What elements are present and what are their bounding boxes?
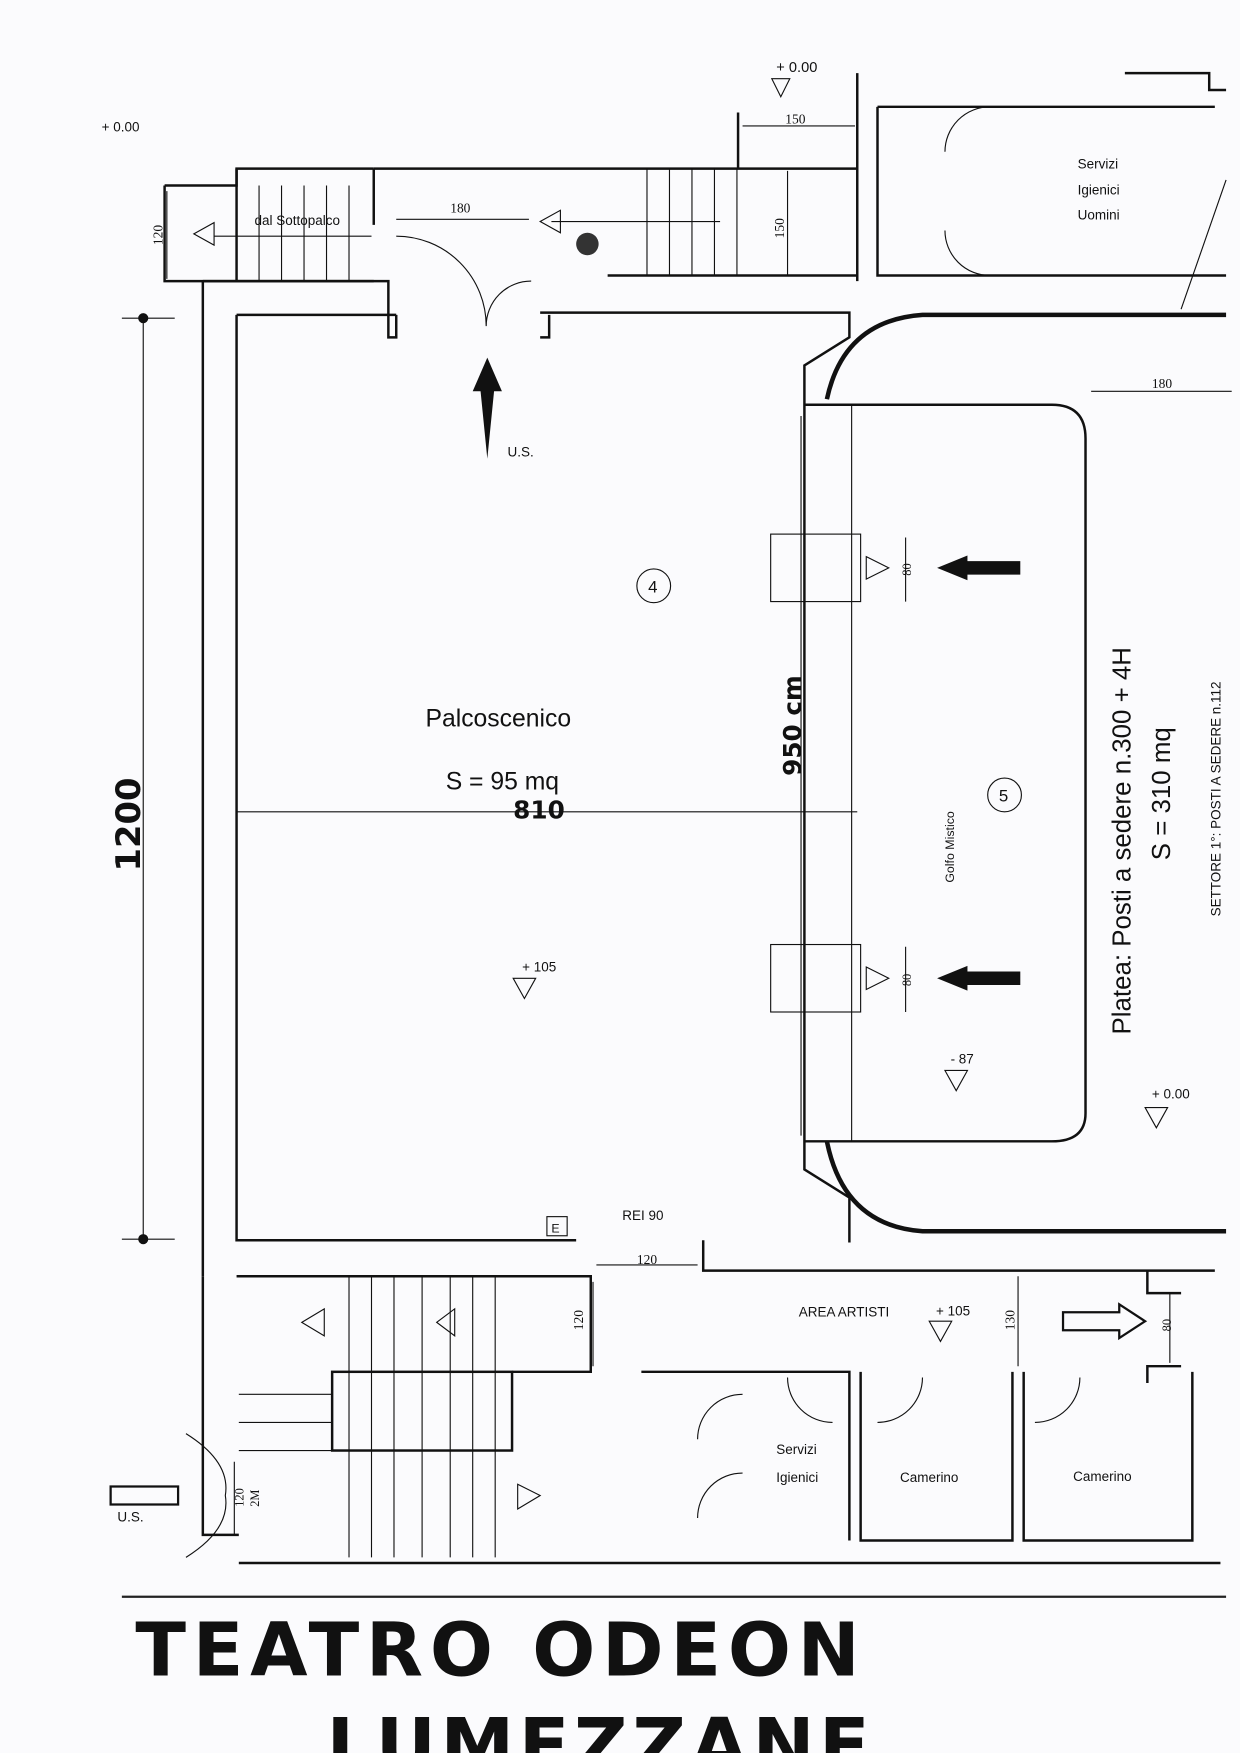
dimension-label: 150 xyxy=(772,218,787,238)
stage-name: Palcoscenico xyxy=(425,705,571,732)
top-stair-block xyxy=(163,112,858,283)
platea-area: S = 310 mq xyxy=(1148,727,1176,860)
level-label: - 87 xyxy=(951,1052,974,1067)
dimension-label: 150 xyxy=(785,112,805,127)
level-markers xyxy=(512,78,1169,1343)
level-label: + 105 xyxy=(522,960,556,975)
sector-label: SETTORE 1°: POSTI A SEDERE n.112 xyxy=(1208,681,1223,916)
exit-label: U.S. xyxy=(117,1509,143,1524)
dimension-label: 120 xyxy=(637,1252,657,1267)
artists-area-walls xyxy=(109,1240,1221,1565)
room-label-wc: Igienici xyxy=(776,1470,818,1485)
exit-label: U.S. xyxy=(508,445,534,460)
pit-name: Golfo Mistico xyxy=(943,811,957,883)
e-box-label: E xyxy=(551,1221,559,1235)
title-handwritten: LUMEZZANE xyxy=(327,1702,875,1753)
arrow-icon xyxy=(937,965,1021,991)
dimension-label: 1200 xyxy=(109,778,148,872)
arrow-icon xyxy=(937,555,1021,581)
dimension-label: 120 xyxy=(150,225,165,245)
stair-direction-line xyxy=(214,220,721,237)
exit-arrow-icon xyxy=(1061,1302,1148,1341)
room-label-wc-men: Uomini xyxy=(1078,207,1120,222)
dimension-lines xyxy=(121,125,1232,1535)
dimension-label: 80 xyxy=(900,563,914,575)
stage-walls xyxy=(201,71,1227,1277)
arrow-icon xyxy=(435,1307,456,1337)
dimension-label: 80 xyxy=(900,974,914,986)
title-handwritten: TEATRO ODEON xyxy=(135,1606,866,1693)
room-label-wc-men: Igienici xyxy=(1078,183,1120,198)
level-label: + 0.00 xyxy=(102,120,140,135)
level-label: + 0.00 xyxy=(776,60,817,76)
fire-extinguisher-icon xyxy=(576,232,599,256)
dimension-label: 950 cm xyxy=(778,675,807,776)
dimension-label: 2M xyxy=(248,1490,262,1507)
e-box xyxy=(546,1216,568,1237)
room-label-wc-men: Servizi xyxy=(1078,157,1118,172)
room-label-wc: Servizi xyxy=(776,1442,816,1457)
dimension-label: 180 xyxy=(1152,376,1172,391)
arrow-icon xyxy=(539,209,561,234)
dimension-label: 810 xyxy=(513,796,565,825)
room-label-dressing: Camerino xyxy=(1073,1469,1131,1484)
arrow-icon xyxy=(517,1483,542,1510)
artists-area-label: AREA ARTISTI xyxy=(799,1305,889,1320)
dimension-label: 120 xyxy=(232,1488,246,1507)
dimension-label: 130 xyxy=(1003,1310,1018,1330)
room-number-circle xyxy=(987,777,1022,813)
dimension-label: 80 xyxy=(1160,1319,1174,1331)
arrow-icon xyxy=(192,221,215,247)
dimension-label: 120 xyxy=(571,1310,586,1330)
level-label: + 105 xyxy=(936,1304,970,1319)
dimension-label: 180 xyxy=(450,201,470,216)
room-label-sottopalco: dal Sottopalco xyxy=(255,213,340,228)
room-label-dressing: Camerino xyxy=(900,1470,958,1485)
exit-arrow-icon xyxy=(109,1485,180,1506)
stage-area: S = 95 mq xyxy=(446,768,559,795)
arrow-icon xyxy=(300,1307,325,1337)
level-label: + 0.00 xyxy=(1152,1087,1190,1102)
exit-arrow-icon xyxy=(472,357,502,459)
orchestra-pit xyxy=(770,179,1227,1234)
room-number: 4 xyxy=(648,578,657,597)
fire-door-label: REI 90 xyxy=(622,1208,663,1223)
room-number: 5 xyxy=(999,787,1008,806)
platea-seats: Platea: Posti a sedere n.300 + 4H xyxy=(1108,647,1136,1034)
room-number-circle xyxy=(636,568,672,604)
